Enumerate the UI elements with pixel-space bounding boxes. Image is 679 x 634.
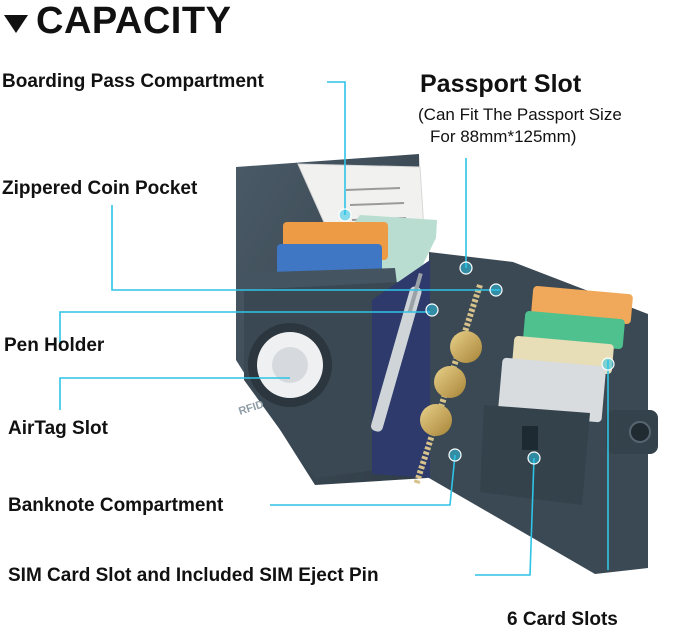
label-card-slots: 6 Card Slots [507, 609, 618, 630]
card-gray-right [498, 357, 606, 423]
coin [420, 404, 452, 436]
banknote-pocket [372, 260, 430, 478]
leader-lines [59, 81, 609, 576]
label-boarding-pass: Boarding Pass Compartment [2, 71, 264, 92]
marker-dot [527, 451, 541, 465]
label-passport-title: Passport Slot [420, 70, 582, 98]
label-sim: SIM Card Slot and Included SIM Eject Pin [8, 565, 379, 586]
marker-dot [448, 448, 462, 462]
sim-leader [475, 457, 535, 576]
passport-note-line2: For 88mm*125mm) [430, 127, 577, 146]
banknote-leader [270, 454, 456, 506]
marker-dot [338, 208, 352, 222]
passport-size-note: (Can Fit The Passport Size For 88mm*125m… [418, 104, 622, 148]
marker-dot [601, 357, 615, 371]
label-pen-holder: Pen Holder [4, 335, 105, 356]
passport-note-line1: (Can Fit The Passport Size [418, 105, 622, 124]
label-banknote: Banknote Compartment [8, 495, 224, 516]
pen [371, 286, 422, 432]
marker-dot [425, 303, 439, 317]
label-coin-pocket: Zippered Coin Pocket [2, 178, 198, 199]
marker-dot [489, 283, 503, 297]
section-header: CAPACITY [4, 0, 231, 43]
rfid-label: RFID [237, 398, 265, 417]
boarding-pass-leader [327, 81, 346, 215]
airtag-leader [59, 377, 290, 410]
label-airtag: AirTag Slot [8, 418, 108, 439]
coin [450, 331, 482, 363]
marker-dot [459, 261, 473, 275]
pen-holder-leader [59, 311, 430, 345]
section-title: CAPACITY [36, 0, 232, 42]
snap-button [629, 421, 651, 443]
triangle-down-icon [4, 14, 28, 33]
coin-pocket-leader [111, 205, 500, 291]
coin [434, 366, 466, 398]
